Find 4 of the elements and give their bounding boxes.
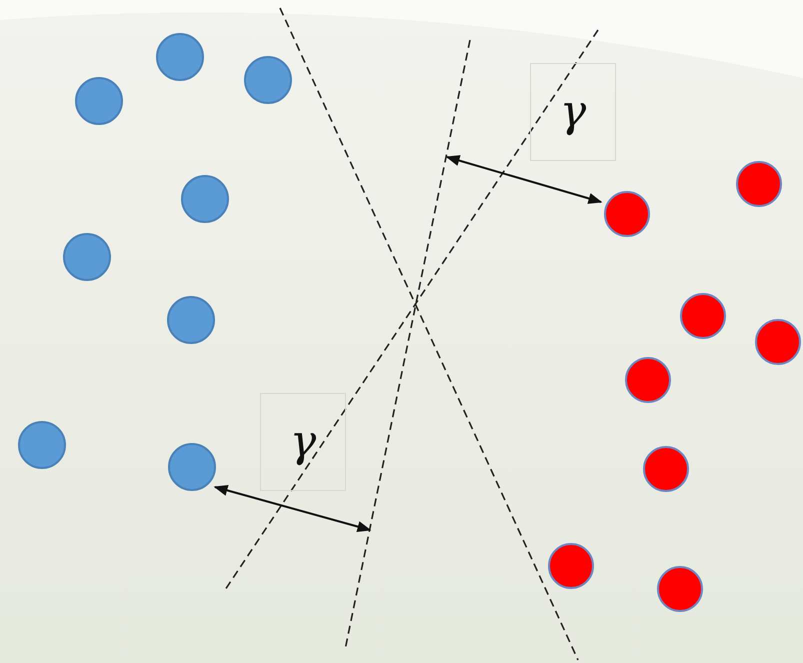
label-frame [530,63,616,161]
margin-symbol: γ [560,90,586,134]
margin-symbol: γ [290,420,316,464]
label-frame [260,393,346,491]
